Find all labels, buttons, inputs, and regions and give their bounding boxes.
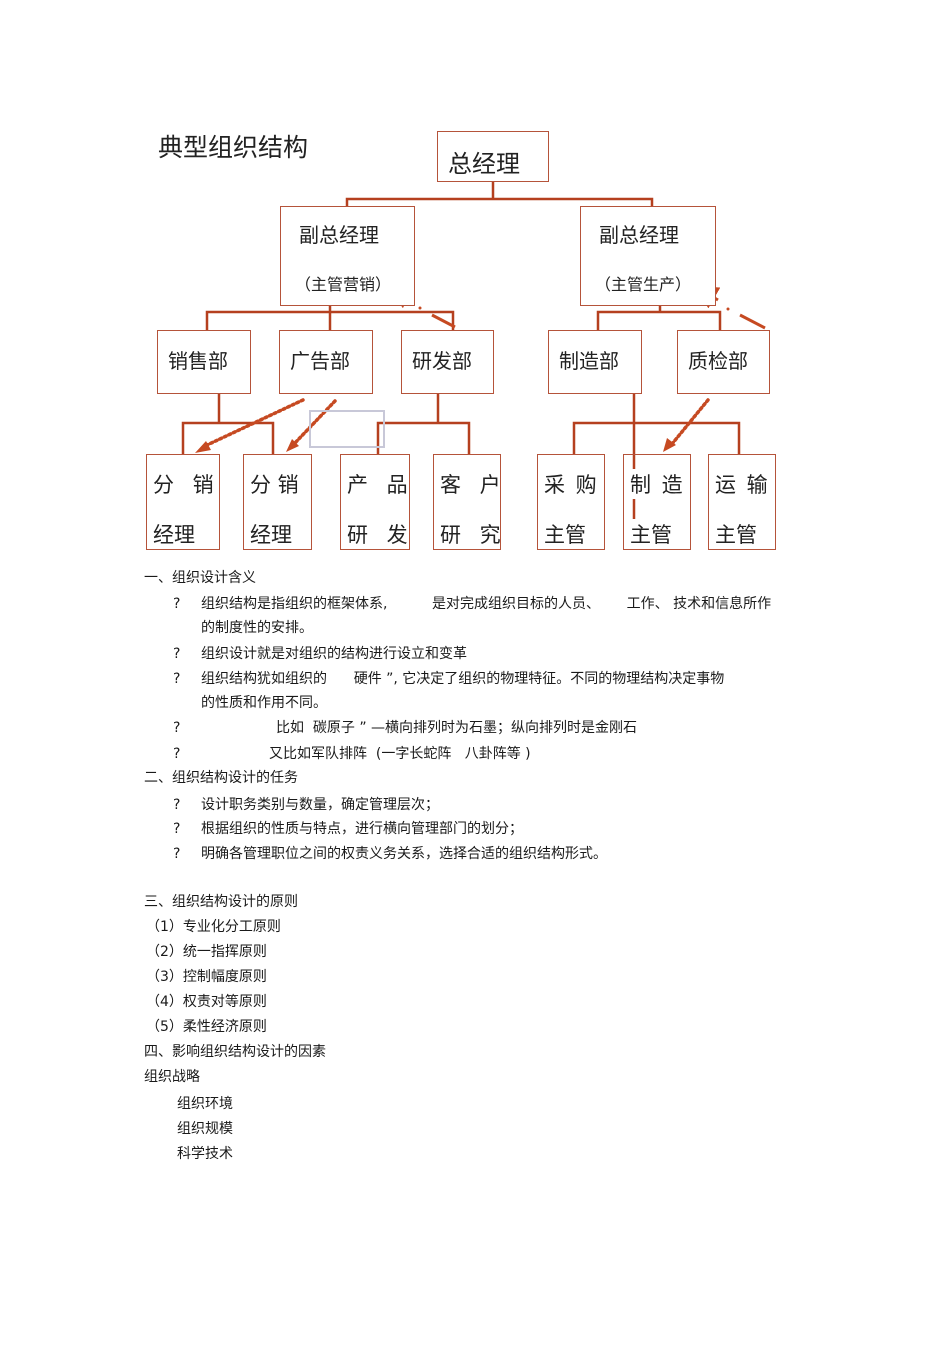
section4-factor-2: 组织规模 [177, 1121, 233, 1137]
section4-factor-3: 科学技术 [177, 1146, 233, 1162]
bullet-marker: ? [173, 746, 181, 762]
section1-item-1-line1: 组织结构是指组织的框架体系, 是对完成组织目标的人员、 工作、 技术和信息所作 [201, 596, 772, 612]
section1-heading: 一、组织设计含义 [144, 570, 256, 586]
node-label-line1: 制 造 [630, 469, 685, 499]
bullet-marker: ? [173, 720, 181, 736]
section3-heading: 三、组织结构设计的原则 [144, 894, 298, 910]
section1-item-1-line2: 的制度性的安排。 [201, 620, 313, 636]
section3-item-5: （5）柔性经济原则 [146, 1019, 267, 1035]
section3-item-4: （4）权责对等原则 [146, 994, 267, 1010]
org-node-sales-dept: 销售部 [157, 330, 251, 394]
node-label-line1: 客 户 [440, 473, 507, 497]
section1-item-5: 又比如军队排阵 (一字长蛇阵 八卦阵等 ) [269, 746, 531, 762]
node-label-line2: 研 发 [347, 523, 414, 547]
node-sublabel: （主管生产） [595, 275, 692, 294]
org-node-general-manager: 总经理 [437, 131, 549, 182]
node-label-line2: 主管 [630, 519, 672, 549]
section4-heading: 四、影响组织结构设计的因素 [144, 1044, 326, 1060]
node-label-line1: 运 输 [715, 473, 770, 497]
bullet-marker: ? [173, 596, 181, 612]
org-node-rd-dept: 研发部 [401, 330, 494, 394]
node-label: 广告部 [290, 349, 350, 373]
node-label: 总经理 [448, 150, 520, 178]
section4-first-factor: 组织战略 [144, 1069, 200, 1085]
section3-item-2: （2）统一指挥原则 [146, 944, 267, 960]
node-label-line2: 经理 [153, 523, 195, 547]
org-node-qc-dept: 质检部 [677, 330, 770, 394]
org-node-manufacturing-dept: 制造部 [548, 330, 642, 394]
node-label: 研发部 [412, 349, 472, 373]
section2-item-1: 设计职务类别与数量，确定管理层次； [201, 797, 439, 813]
org-node-product-rd: 产 品 研 发 [340, 454, 410, 550]
section1-item-4: 比如 碳原子 ” —横向排列时为石墨；纵向排列时是金刚石 [276, 720, 638, 736]
org-node-customer-research: 客 户 研 究 [433, 454, 501, 550]
section2-heading: 二、组织结构设计的任务 [144, 770, 298, 786]
bullet-marker: ? [173, 797, 181, 813]
node-label-line1: 分 销 [153, 473, 220, 497]
node-label-line1: 采 购 [544, 473, 599, 497]
org-node-transport-supervisor: 运 输 主管 [708, 454, 776, 550]
chart-title: 典型组织结构 [158, 133, 309, 162]
section4-factor-1: 组织环境 [177, 1096, 233, 1112]
node-label: 销售部 [168, 349, 228, 373]
org-node-distribution-manager-2: 分 销 经理 [243, 454, 312, 550]
node-sublabel: （主管营销） [295, 275, 392, 294]
node-label-line1: 分 销 [250, 473, 299, 497]
bullet-marker: ? [173, 821, 181, 837]
bullet-marker: ? [173, 671, 181, 687]
node-label: 副总经理 [299, 223, 379, 247]
org-node-manufacturing-supervisor: 制 造 主管 [623, 454, 691, 550]
node-label-line2: 主管 [715, 523, 757, 547]
node-label-line1: 产 品 [347, 473, 414, 497]
section2-item-3: 明确各管理职位之间的权责义务关系，选择合适的组织结构形式。 [201, 846, 607, 862]
node-label: 制造部 [559, 349, 619, 373]
org-node-distribution-manager-1: 分 销 经理 [146, 454, 220, 550]
section3-item-3: （3）控制幅度原则 [146, 969, 267, 985]
node-label: 副总经理 [599, 223, 679, 247]
section2-item-2: 根据组织的性质与特点，进行横向管理部门的划分； [201, 821, 523, 837]
org-node-vp-marketing: 副总经理 （主管营销） [280, 206, 415, 306]
bullet-marker: ? [173, 846, 181, 862]
node-label-line2: 研 究 [440, 523, 507, 547]
section3-item-1: （1）专业化分工原则 [146, 919, 281, 935]
section1-item-2: 组织设计就是对组织的结构进行设立和变革 [201, 646, 467, 662]
section1-item-3-line2: 的性质和作用不同。 [201, 695, 327, 711]
bullet-marker: ? [173, 646, 181, 662]
node-label-line2: 经理 [250, 523, 292, 547]
org-node-purchasing-supervisor: 采 购 主管 [537, 454, 605, 550]
org-node-advertising-dept: 广告部 [279, 330, 373, 394]
org-node-vp-production: 副总经理 （主管生产） [580, 206, 716, 306]
section1-item-3-line1: 组织结构犹如组织的 硬件 ”, 它决定了组织的物理特征。不同的物理结构决定事物 [201, 671, 725, 687]
node-label-line2: 主管 [544, 523, 586, 547]
node-label: 质检部 [688, 349, 748, 373]
